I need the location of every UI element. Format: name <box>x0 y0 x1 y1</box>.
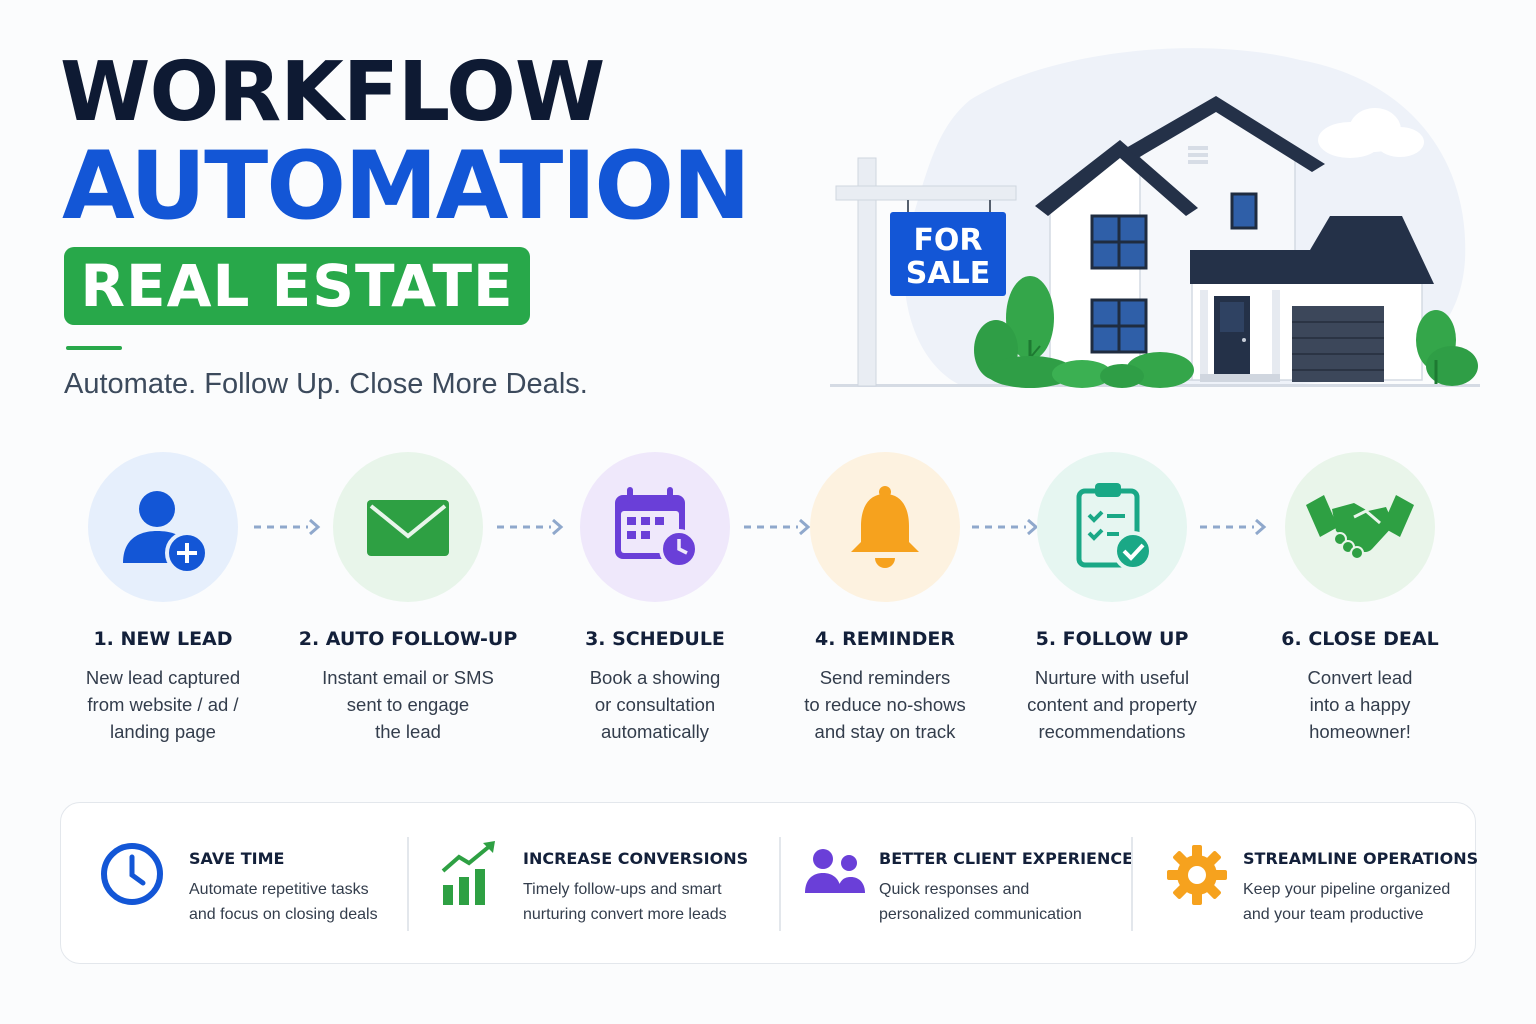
benefit-4-desc: Keep your pipeline organized and your te… <box>1243 881 1451 923</box>
step-5-label: 5. FOLLOW UP <box>1035 628 1189 650</box>
window-upper-left <box>1090 214 1148 270</box>
step-2-circle <box>333 452 483 602</box>
bell-icon <box>851 486 919 568</box>
sign-text-sale: SALE <box>906 256 990 291</box>
step-reminder: 4. REMINDER Send reminders to reduce no-… <box>760 452 1010 745</box>
step-auto-follow-up: 2. AUTO FOLLOW-UP Instant email or SMS s… <box>283 452 533 745</box>
benefit-divider-2 <box>779 837 781 931</box>
sign-post <box>857 157 877 387</box>
roof-tall <box>1126 96 1325 172</box>
title-workflow: WORKFLOW <box>60 45 605 140</box>
step-3-label: 3. SCHEDULE <box>585 628 725 650</box>
for-sale-sign <box>890 212 1006 296</box>
porch-column-left <box>1200 290 1208 380</box>
benefit-2-desc: Timely follow-ups and smart nurturing co… <box>523 881 727 923</box>
flow-arrow-2 <box>497 518 564 536</box>
step-6-circle <box>1285 452 1435 602</box>
house-for-sale-illustration: FOR SALE <box>830 48 1480 388</box>
title-automation: AUTOMATION <box>62 132 751 241</box>
step-4-circle <box>810 452 960 602</box>
badge-text: REAL ESTATE <box>80 252 514 320</box>
step-3-desc: Book a showing or consultation automatic… <box>589 667 721 742</box>
flow-arrow-5 <box>1200 518 1267 536</box>
step-3-circle <box>580 452 730 602</box>
accent-divider <box>66 346 122 350</box>
benefits-panel: SAVE TIME Automate repetitive tasks and … <box>60 802 1479 964</box>
step-4-label: 4. REMINDER <box>815 628 955 650</box>
bushes-middle <box>1100 352 1194 388</box>
handshake-icon <box>1306 495 1414 560</box>
window-lower-left <box>1090 298 1148 354</box>
step-schedule: 3. SCHEDULE Book a showing or consultati… <box>530 452 780 745</box>
step-new-lead: 1. NEW LEAD New lead captured from websi… <box>38 452 288 745</box>
benefit-4-title: STREAMLINE OPERATIONS <box>1243 849 1479 868</box>
gear-icon <box>1167 845 1227 905</box>
step-6-desc: Convert lead into a happy homeowner! <box>1307 667 1413 742</box>
benefit-better-client-experience: BETTER CLIENT EXPERIENCE Quick responses… <box>781 803 1134 963</box>
benefit-increase-conversions: INCREASE CONVERSIONS Timely follow-ups a… <box>409 803 779 963</box>
cloud-icon <box>1318 108 1424 158</box>
roof-garage <box>1190 216 1434 284</box>
step-1-label: 1. NEW LEAD <box>93 628 233 650</box>
users-icon <box>805 849 865 893</box>
benefit-1-desc: Automate repetitive tasks and focus on c… <box>189 881 378 923</box>
clock-icon <box>101 843 163 905</box>
attic-vent <box>1188 146 1208 164</box>
step-5-circle <box>1037 452 1187 602</box>
flow-arrow-3 <box>744 518 811 536</box>
step-2-label: 2. AUTO FOLLOW-UP <box>298 628 518 650</box>
growth-chart-icon <box>441 841 495 905</box>
clipboard-check-icon <box>1076 483 1153 571</box>
step-2-desc: Instant email or SMS sent to engage the … <box>322 667 494 742</box>
step-1-circle <box>88 452 238 602</box>
step-4-desc: Send reminders to reduce no-shows and st… <box>804 667 966 742</box>
step-follow-up: 5. FOLLOW UP Nurture with useful content… <box>987 452 1237 745</box>
step-6-label: 6. CLOSE DEAL <box>1281 628 1439 650</box>
user-add-icon <box>123 491 209 575</box>
envelope-icon <box>367 500 449 556</box>
tree-right <box>1416 310 1478 386</box>
benefit-2-title: INCREASE CONVERSIONS <box>523 849 749 868</box>
flow-arrow-4 <box>972 518 1039 536</box>
sign-text-for: FOR <box>913 223 982 258</box>
benefit-3-title: BETTER CLIENT EXPERIENCE <box>879 849 1134 868</box>
benefit-divider-1 <box>407 837 409 931</box>
benefit-divider-3 <box>1131 837 1133 931</box>
benefit-save-time: SAVE TIME Automate repetitive tasks and … <box>61 803 406 963</box>
benefit-3-desc: Quick responses and personalized communi… <box>879 881 1082 923</box>
benefit-streamline-operations: STREAMLINE OPERATIONS Keep your pipeline… <box>1133 803 1479 963</box>
benefit-1-title: SAVE TIME <box>189 849 285 868</box>
tagline: Automate. Follow Up. Close More Deals. <box>64 368 588 400</box>
calendar-clock-icon <box>615 487 699 569</box>
step-close-deal: 6. CLOSE DEAL Convert lead into a happy … <box>1235 452 1485 745</box>
step-1-desc: New lead captured from website / ad / la… <box>85 667 241 742</box>
window-upper-right <box>1230 192 1258 230</box>
step-5-desc: Nurture with useful content and property… <box>1027 667 1197 742</box>
sign-arm <box>835 185 1017 201</box>
real-estate-badge: REAL ESTATE <box>64 247 530 325</box>
porch-step <box>1200 374 1280 382</box>
flow-arrow-1 <box>254 518 321 536</box>
bushes-left <box>974 320 1112 388</box>
porch-column-right <box>1272 290 1280 380</box>
roof-left <box>1035 140 1198 216</box>
